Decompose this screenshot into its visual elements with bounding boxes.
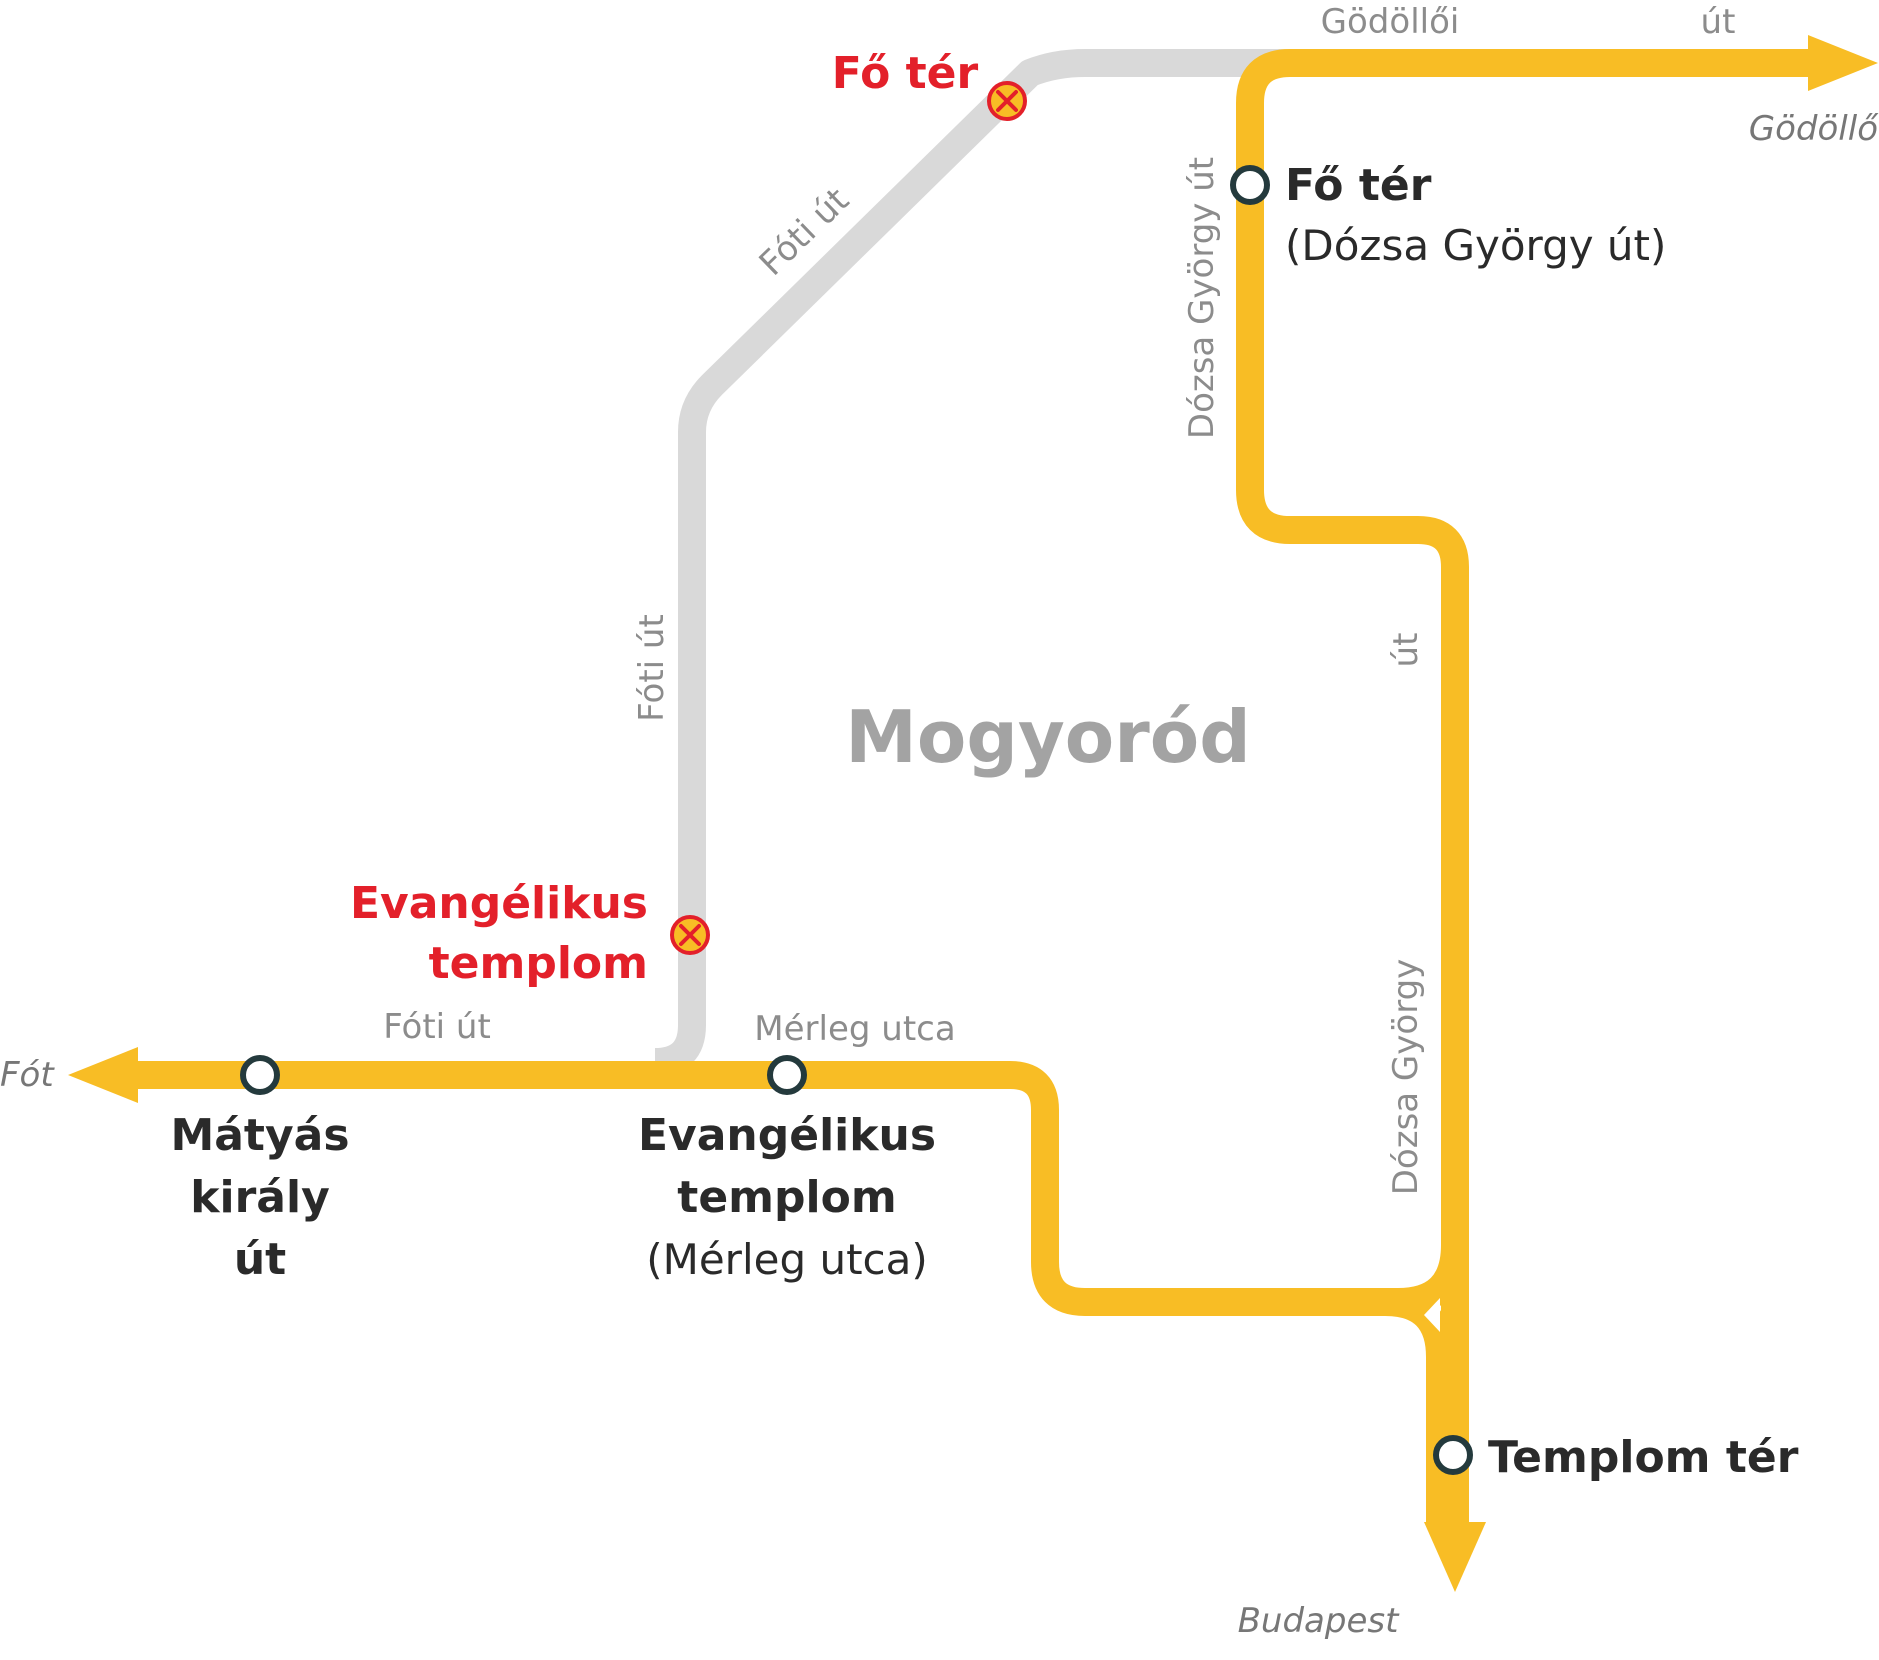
stop-sublabel-evangelikus: (Mérleg utca) (646, 1235, 928, 1284)
arrow-fot-icon (68, 1047, 138, 1103)
stop-label-fo-ter: Fő tér (1285, 160, 1432, 211)
street-label-dozsa-upper: Dózsa György út (1182, 157, 1222, 439)
street-label-godolloi-ut: út (1701, 2, 1736, 42)
street-label-dozsa-right-ut: út (1386, 633, 1426, 668)
closed-x-icon (996, 90, 1018, 112)
stop-marker-fo-ter[interactable] (1230, 165, 1270, 205)
stop-marker-evangelikus[interactable] (767, 1055, 807, 1095)
stop-label-matyas-line2: király (190, 1172, 330, 1223)
arrow-godollo-icon (1808, 35, 1878, 91)
destination-budapest: Budapest (1238, 1601, 1401, 1641)
old-route-line (654, 49, 1300, 1076)
stop-sublabel-fo-ter: (Dózsa György út) (1285, 221, 1666, 270)
destination-godollo: Gödöllő (1749, 109, 1879, 149)
stop-label-evangelikus-line2: templom (677, 1172, 896, 1223)
stop-marker-matyas[interactable] (240, 1055, 280, 1095)
stop-label-templom-ter: Templom tér (1488, 1432, 1799, 1483)
closed-stop-label-evangelikus-line2: templom (429, 938, 648, 989)
stop-label-evangelikus-line1: Evangélikus (638, 1110, 936, 1161)
closed-stop-label-fo-ter: Fő tér (832, 48, 979, 99)
town-name: Mogyoród (845, 695, 1251, 779)
arrow-budapest-icon (1424, 1522, 1486, 1592)
closed-x-icon (679, 924, 701, 946)
closed-stop-label-evangelikus-line1: Evangélikus (350, 878, 648, 929)
closed-stop-fo-ter (987, 81, 1027, 121)
closed-stop-evangelikus (670, 915, 710, 955)
street-label-foti-vertical: Fóti út (632, 614, 672, 722)
street-label-foti-horizontal: Fóti út (383, 1007, 491, 1047)
street-label-merleg: Mérleg utca (754, 1009, 955, 1049)
street-label-godolloi: Gödöllői (1321, 2, 1460, 42)
one-way-arrow-icon (1424, 1298, 1440, 1332)
stop-label-matyas-line1: Mátyás (170, 1110, 349, 1161)
stop-label-matyas-line3: út (234, 1234, 286, 1285)
destination-fot: Fót (0, 1055, 55, 1095)
street-label-dozsa-lower: Dózsa György (1386, 959, 1426, 1196)
stop-marker-templom-ter[interactable] (1433, 1435, 1473, 1475)
